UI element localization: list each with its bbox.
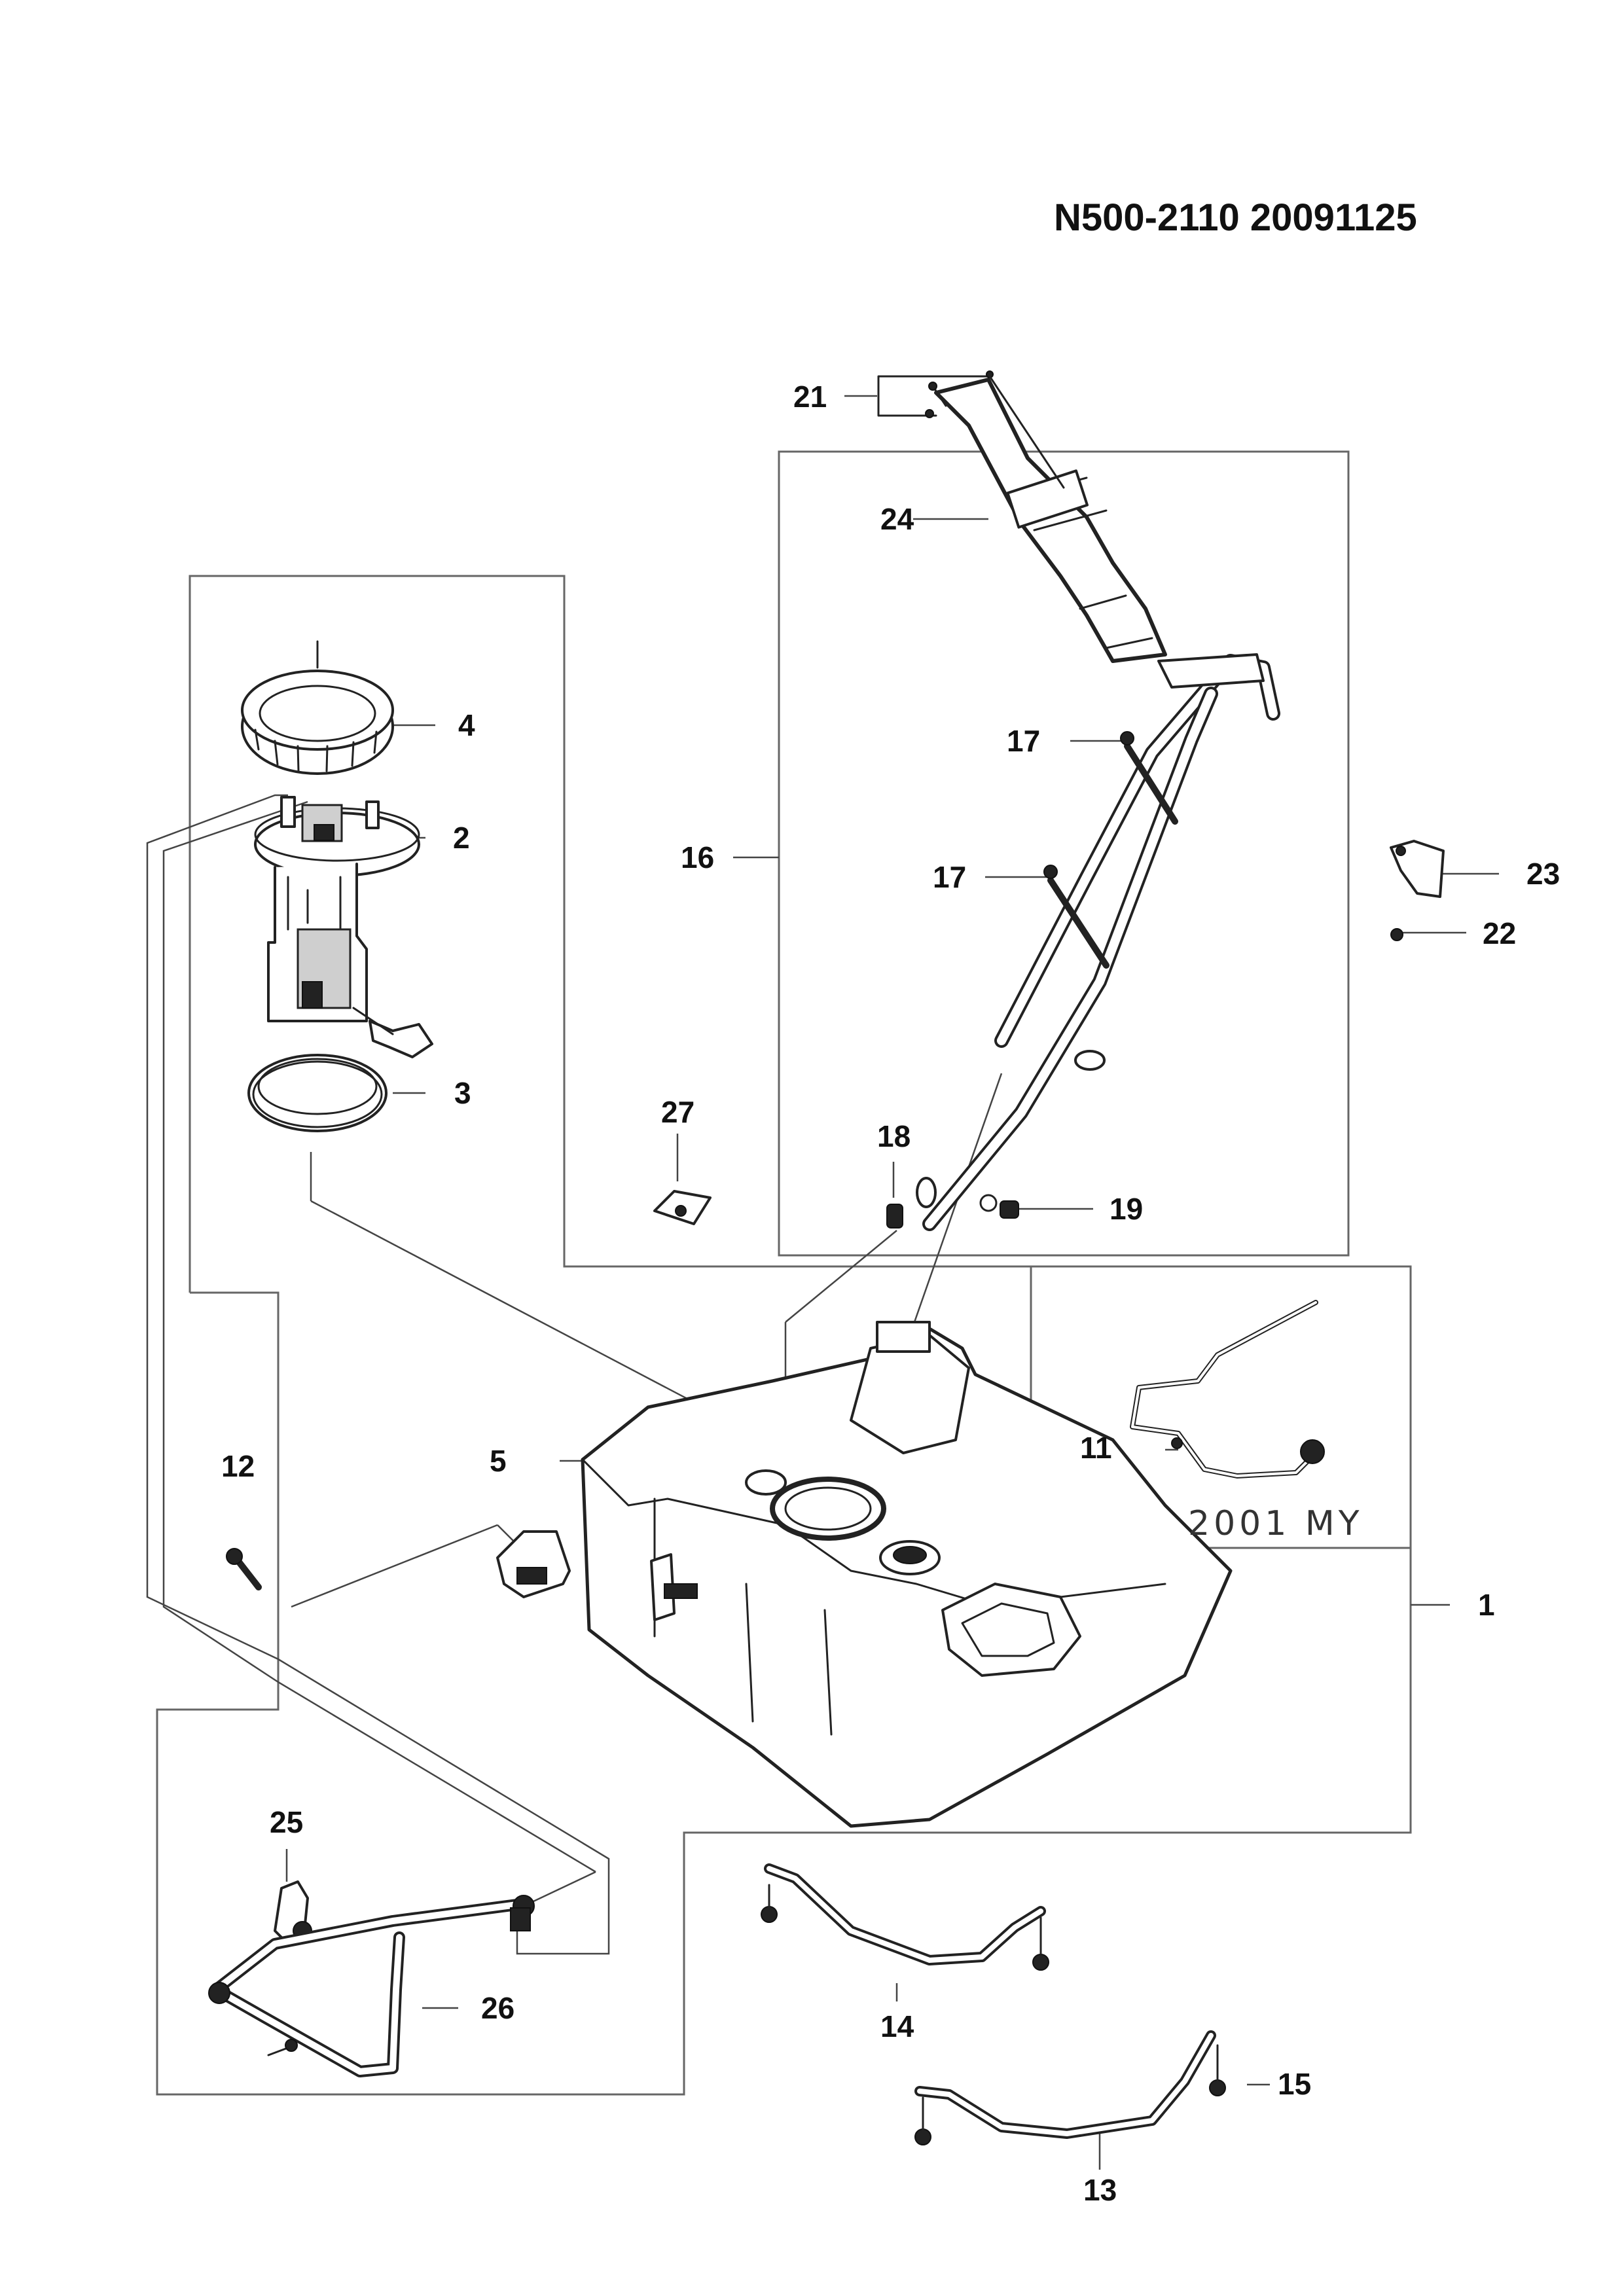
part-14-tank-strap — [761, 1863, 1049, 1971]
part-3-seal-ring — [247, 1054, 388, 1132]
part-5-fuel-tank — [496, 1321, 1233, 1828]
callout-19: 19 — [1110, 1192, 1143, 1226]
leader-lines — [146, 395, 1499, 2170]
callout-1: 1 — [1478, 1588, 1495, 1622]
callout-11: 11 — [1080, 1431, 1112, 1465]
callout-17b: 17 — [933, 860, 966, 894]
callout-16: 16 — [681, 840, 714, 874]
part-19-clip — [979, 1194, 1019, 1219]
callout-24: 24 — [880, 502, 914, 536]
part-18-grommet — [886, 1204, 903, 1229]
part-21-clamp — [877, 370, 1065, 489]
callout-27: 27 — [661, 1095, 695, 1129]
callout-labels: 1 2 3 4 5 11 12 13 14 15 16 17 17 18 19 … — [221, 380, 1560, 2207]
callout-14: 14 — [880, 2009, 914, 2043]
callout-26: 26 — [481, 1991, 514, 2025]
part-15-bolt — [1209, 2044, 1226, 2096]
model-year-note: 2001 MY — [1188, 1504, 1363, 1543]
part-22-bolt — [1390, 928, 1403, 941]
callout-13: 13 — [1083, 2173, 1117, 2207]
callout-4: 4 — [458, 708, 475, 742]
callout-25: 25 — [270, 1805, 303, 1839]
callout-5: 5 — [490, 1444, 507, 1478]
part-11-vapor-line — [1130, 1300, 1325, 1479]
document-header: N500-2110 20091125 — [1054, 196, 1417, 239]
part-17-bolts — [1043, 731, 1178, 969]
callout-22: 22 — [1483, 916, 1516, 950]
part-4-lock-ring — [241, 640, 394, 775]
callout-17a: 17 — [1007, 724, 1040, 758]
part-27-bracket — [653, 1190, 712, 1225]
callout-23: 23 — [1526, 857, 1560, 891]
callout-3: 3 — [454, 1076, 471, 1110]
filler-group-box — [778, 450, 1350, 1257]
callout-2: 2 — [453, 821, 470, 855]
part-16-filler-neck — [916, 378, 1280, 1231]
part-13-tank-strap — [914, 2030, 1216, 2145]
callout-18: 18 — [877, 1119, 911, 1153]
part-23-clip — [1390, 840, 1445, 898]
part-2-fuel-pump-module — [254, 796, 433, 1058]
callout-12: 12 — [221, 1449, 255, 1483]
part-12-bolt — [226, 1548, 262, 1590]
pump-group-box — [156, 575, 1412, 2096]
callout-15: 15 — [1278, 2067, 1311, 2101]
part-26-fuel-line — [208, 1895, 535, 2077]
callout-21: 21 — [793, 380, 827, 414]
